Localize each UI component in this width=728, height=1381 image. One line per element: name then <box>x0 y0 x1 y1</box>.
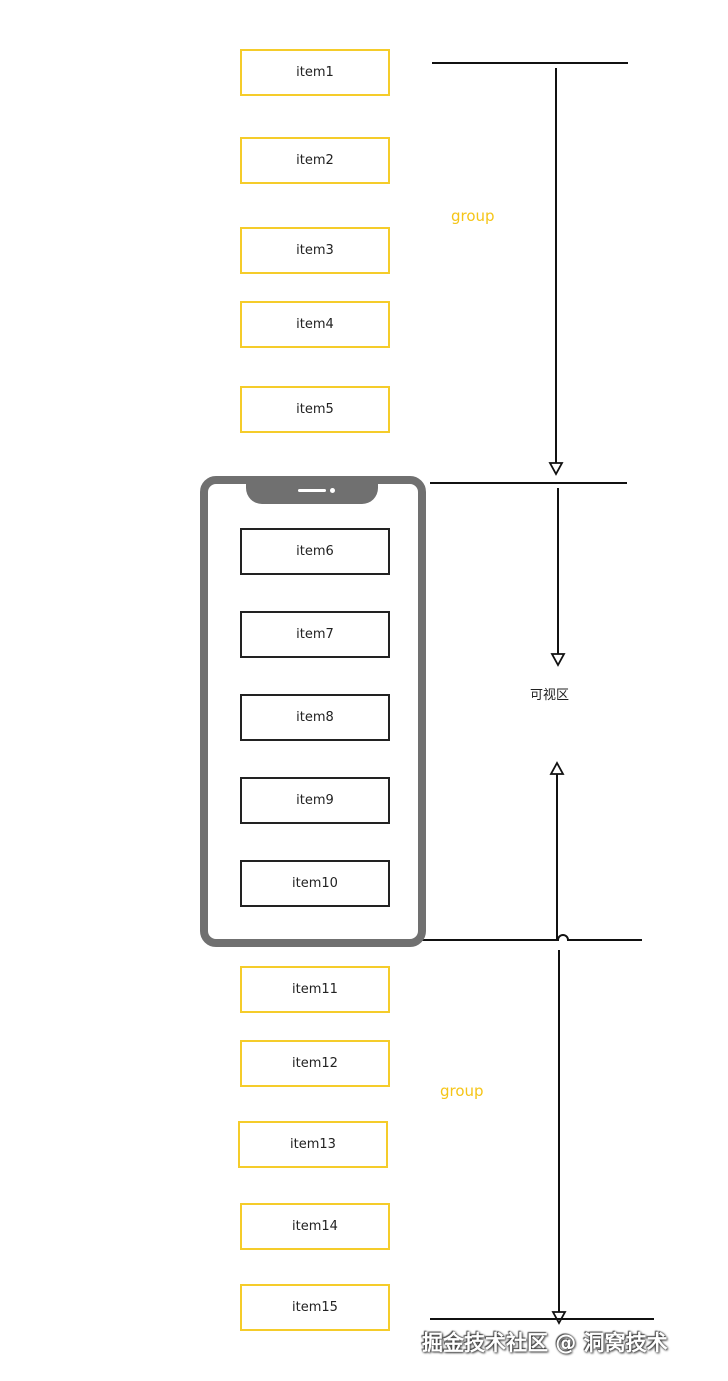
list-item: item6 <box>240 528 390 575</box>
group-label-top: group <box>451 207 495 225</box>
list-item: item13 <box>238 1121 388 1168</box>
list-item: item11 <box>240 966 390 1013</box>
list-item: item9 <box>240 777 390 824</box>
visible-area-up-arrow-head <box>549 761 565 775</box>
list-item: item10 <box>240 860 390 907</box>
top-group-arrow-head <box>548 462 564 476</box>
camera-icon <box>330 488 335 493</box>
list-item: item1 <box>240 49 390 96</box>
visible-area-label: 可视区 <box>530 688 570 703</box>
list-item: item15 <box>240 1284 390 1331</box>
list-item: item14 <box>240 1203 390 1250</box>
speaker-icon <box>298 489 326 492</box>
list-item: item3 <box>240 227 390 274</box>
watermark: 掘金技术社区 @ 洞窝技术 <box>422 1331 668 1355</box>
group-label-bottom: group <box>440 1082 484 1100</box>
list-item: item5 <box>240 386 390 433</box>
visible-area-down-arrow-head <box>550 653 566 667</box>
list-item: item7 <box>240 611 390 658</box>
list-item: item2 <box>240 137 390 184</box>
visible-area-bottom-line <box>418 934 642 941</box>
list-item: item12 <box>240 1040 390 1087</box>
list-item: item8 <box>240 694 390 741</box>
bottom-group-arrow-head <box>551 1311 567 1325</box>
list-item: item4 <box>240 301 390 348</box>
